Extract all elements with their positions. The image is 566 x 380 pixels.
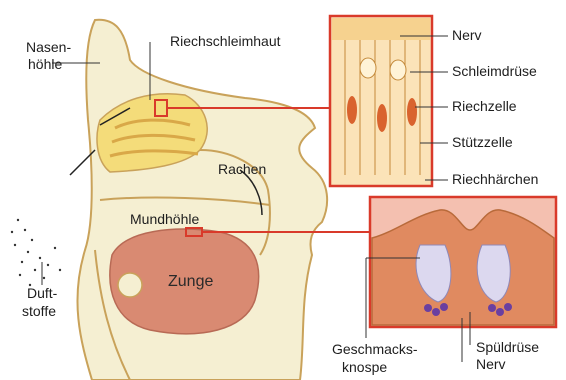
head-cross-section (11, 20, 370, 380)
label-riechhaerchen: Riechhärchen (452, 172, 538, 187)
label-riechzelle: Riechzelle (452, 99, 517, 114)
label-duftstoffe-2: stoffe (22, 304, 56, 319)
label-nasenhoehle-1: Nasen- (26, 40, 71, 55)
olfactory-top-layer (332, 18, 430, 40)
label-geschmacksknospe-2: knospe (342, 360, 387, 375)
label-riechschleimhaut: Riechschleimhaut (170, 34, 281, 49)
hyoid-notch (118, 273, 142, 297)
label-nerv-top: Nerv (452, 28, 482, 43)
label-spueldruese: Spüldrüse (476, 340, 539, 355)
olfactory-detail-panel (330, 16, 448, 186)
label-rachen: Rachen (218, 162, 266, 177)
label-zunge: Zunge (168, 274, 213, 291)
label-geschmacksknospe-1: Geschmacks- (332, 342, 418, 357)
taste-detail-panel (366, 197, 556, 362)
label-duftstoffe-1: Duft- (27, 286, 57, 301)
label-nerv-bottom: Nerv (476, 357, 506, 372)
scent-particles (11, 219, 61, 286)
taste-tissue-surface (372, 210, 554, 325)
label-mundhoehle: Mundhöhle (130, 212, 199, 227)
label-stuetzzelle: Stützzelle (452, 135, 513, 150)
label-nasenhoehle-2: höhle (28, 57, 62, 72)
label-schleimdruese: Schleimdrüse (452, 64, 537, 79)
